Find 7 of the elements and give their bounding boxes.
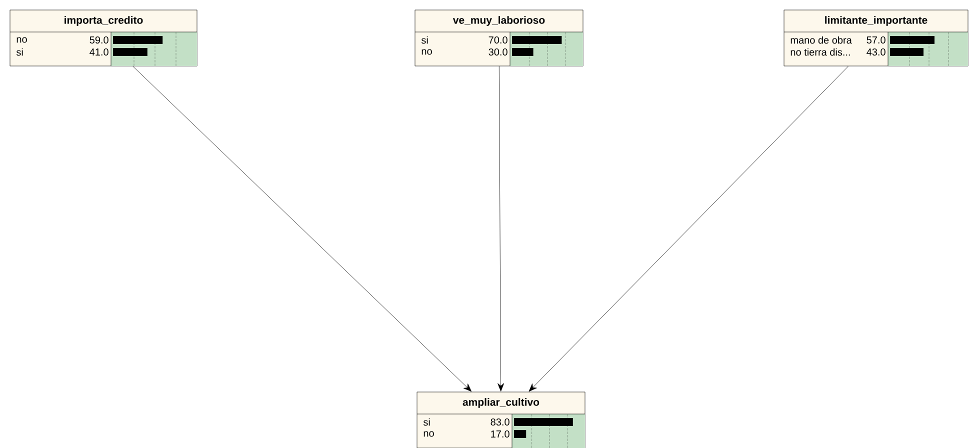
belief-node: importa_credito no 59.0 si 41.0 bbox=[10, 10, 198, 66]
arrow bbox=[528, 66, 849, 392]
belief-node: ampliar_cultivo si 83.0 no 17.0 bbox=[416, 392, 586, 448]
belief-node: ve_muy_laborioso si 70.0 no 30.0 bbox=[414, 10, 584, 66]
arrow bbox=[132, 66, 472, 392]
arrow bbox=[498, 66, 504, 392]
belief-node: limitante_importante mano de obra 57.0 no tierra dis... 43.0 bbox=[784, 10, 968, 66]
